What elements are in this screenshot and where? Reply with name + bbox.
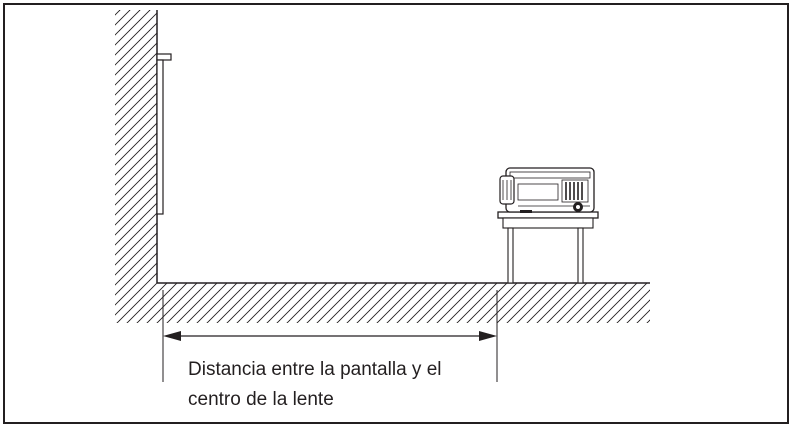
- wall: [115, 10, 158, 283]
- distance-caption-line1: Distancia entre la pantalla y el: [188, 359, 442, 380]
- distance-caption-line2: centro de la lente: [188, 389, 334, 410]
- projector-vent: [561, 179, 589, 203]
- table: [497, 211, 599, 284]
- dimension-arrow-right: [479, 331, 497, 341]
- diagram-frame: [3, 3, 789, 424]
- floor: [115, 282, 650, 323]
- distance-dimension: [162, 290, 498, 382]
- projector: [499, 167, 595, 213]
- dimension-arrow-left: [163, 331, 181, 341]
- projection-screen: [156, 53, 172, 215]
